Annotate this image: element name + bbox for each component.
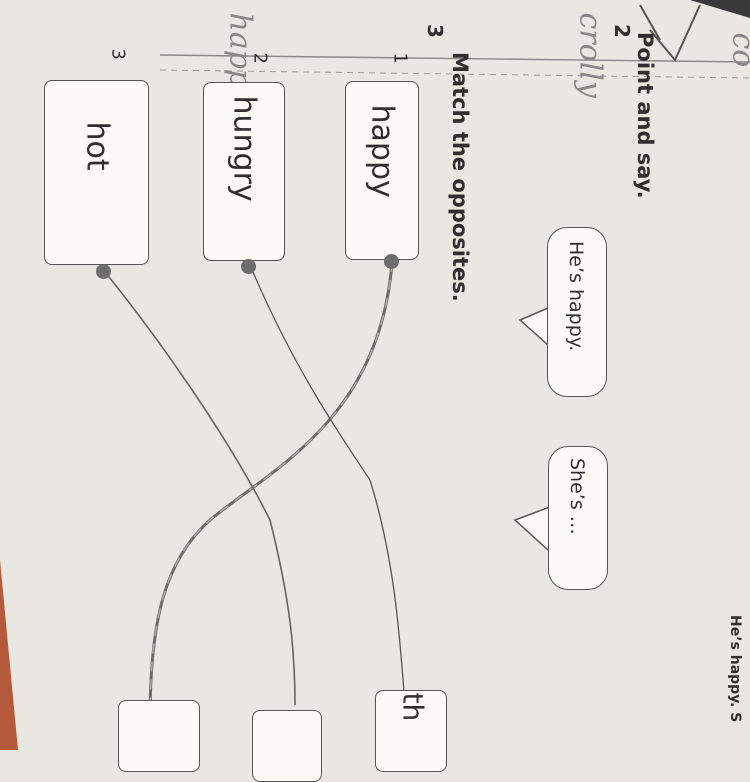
exercise-2-title: Point and say. — [633, 32, 657, 192]
handwriting-co: co — [726, 33, 750, 83]
word-box-opposite-1[interactable]: th — [375, 690, 447, 772]
word-box-opposite-2[interactable] — [252, 710, 322, 782]
word-box-hot[interactable]: hot — [44, 80, 149, 265]
match-line-happy — [150, 262, 392, 720]
dot-hot[interactable] — [96, 264, 111, 279]
word-partial-th: th — [397, 693, 430, 743]
footer-text: He’s happy. S — [727, 615, 743, 745]
item-number-2: 2 — [250, 53, 271, 69]
exercise-3-title: Match the opposites. — [448, 52, 472, 282]
match-line-hot — [105, 272, 295, 705]
dot-hungry[interactable] — [241, 259, 256, 274]
match-line-happy-dash — [150, 262, 392, 720]
word-hungry: hungry — [227, 96, 262, 246]
worksheet-page: happy crolly co 2 Point and say. 3 Match… — [0, 0, 750, 750]
word-box-opposite-3[interactable] — [118, 700, 200, 772]
word-hot: hot — [80, 122, 115, 222]
speech-bubble-1-text: He’s happy. — [565, 241, 587, 381]
item-number-1: 1 — [390, 53, 411, 69]
exercise-2-number: 2 — [610, 24, 634, 44]
item-number-3: 3 — [108, 49, 129, 65]
match-line-hungry — [250, 265, 405, 705]
word-box-happy[interactable]: happy — [345, 81, 419, 260]
handwriting-crolly: crolly — [573, 13, 608, 103]
tick-mark-2 — [650, 5, 700, 60]
speech-bubble-1: He’s happy. — [547, 227, 607, 397]
speech-bubble-2-text: She’s … — [566, 458, 588, 574]
word-happy: happy — [365, 105, 400, 235]
red-edge-bottom-left — [0, 560, 18, 750]
speech-bubble-2: She’s … — [548, 446, 608, 590]
dot-happy[interactable] — [384, 254, 399, 269]
exercise-3-number: 3 — [423, 24, 447, 44]
word-box-hungry[interactable]: hungry — [203, 82, 285, 261]
